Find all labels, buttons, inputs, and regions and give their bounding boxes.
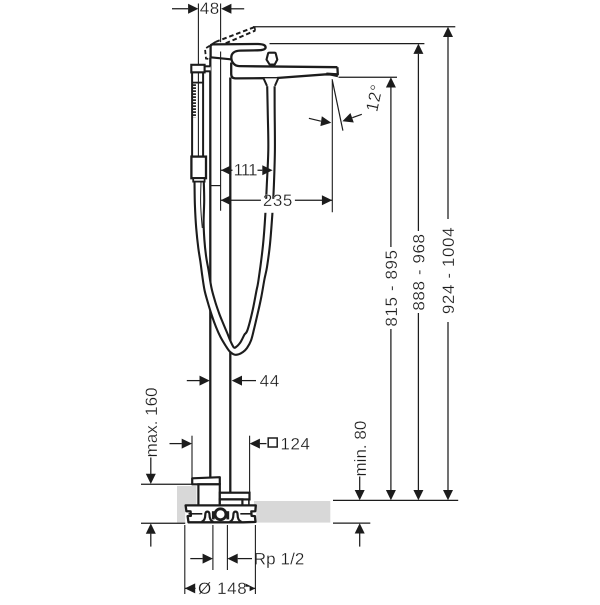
svg-text:815 - 895: 815 - 895 [382, 249, 401, 326]
svg-text:Rp 1/2: Rp 1/2 [254, 549, 305, 568]
svg-text:min. 80: min. 80 [351, 421, 370, 477]
svg-text:235: 235 [263, 191, 293, 210]
svg-text:44: 44 [260, 371, 280, 390]
svg-text:max. 160: max. 160 [142, 387, 161, 457]
svg-text:888 - 968: 888 - 968 [410, 233, 429, 310]
svg-text:111: 111 [234, 161, 257, 180]
svg-text:48: 48 [200, 0, 220, 18]
svg-text:924 - 1004: 924 - 1004 [439, 227, 458, 314]
svg-text:Ø 148: Ø 148 [198, 579, 247, 598]
svg-text:124: 124 [280, 434, 310, 453]
